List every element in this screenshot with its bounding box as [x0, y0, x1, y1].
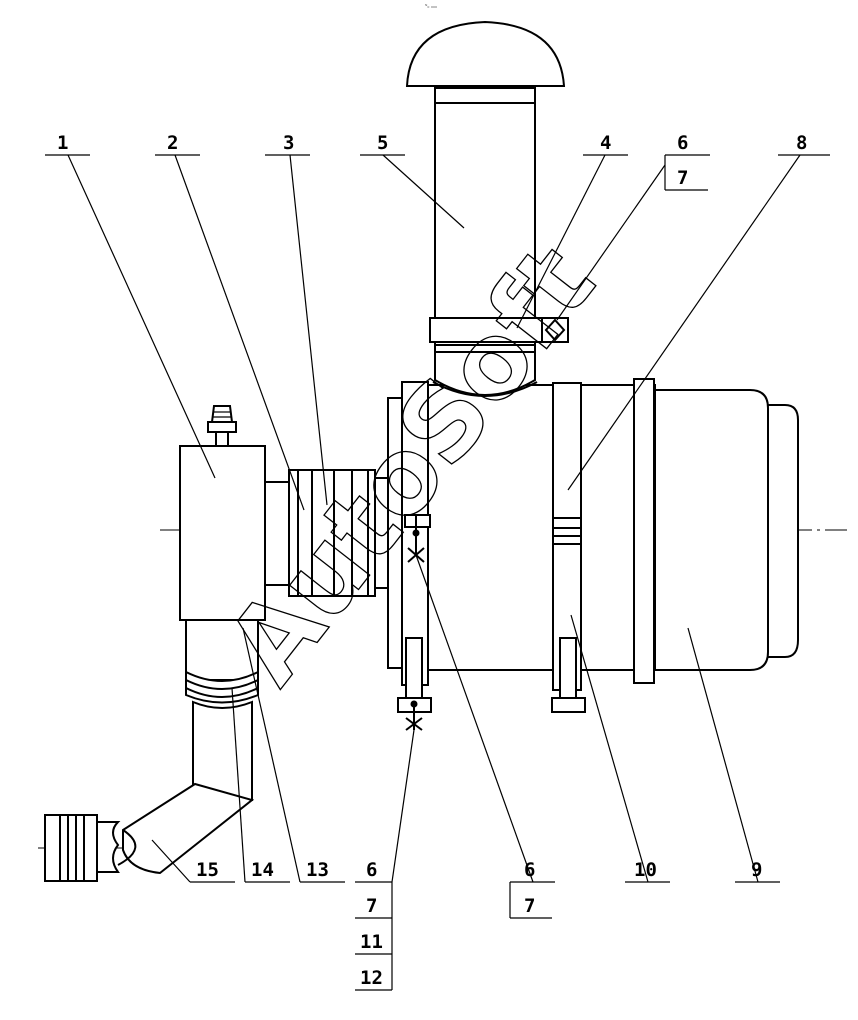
- callout-3: 3: [283, 132, 294, 154]
- clamp-bolt-lower-left: [397, 637, 432, 731]
- callout-12-bottom: 12: [360, 967, 383, 989]
- callout-10: 10: [634, 859, 657, 881]
- pipe-clamp-part-4: [429, 317, 569, 343]
- callout-15: 15: [196, 859, 219, 881]
- clamp-bolt-right: [551, 517, 586, 713]
- callout-6-bottom: 6: [366, 859, 377, 881]
- clamp-bolt-upper: [404, 514, 431, 563]
- callout-2: 2: [167, 132, 178, 154]
- callout-7-middle: 7: [524, 895, 535, 917]
- callout-7-top: 7: [677, 167, 688, 189]
- callout-5: 5: [377, 132, 388, 154]
- callout-4: 4: [600, 132, 611, 154]
- leader-lines: [45, 154, 830, 991]
- end-cap-part-9: [649, 389, 799, 671]
- callout-6-top: 6: [677, 132, 688, 154]
- callout-6-middle: 6: [524, 859, 535, 881]
- callout-13: 13: [306, 859, 329, 881]
- callout-1: 1: [57, 132, 68, 154]
- outlet-pipe-part-13-14: [185, 619, 259, 801]
- rain-hood-cap: [405, 20, 566, 87]
- callout-9: 9: [751, 859, 762, 881]
- callout-11-bottom: 11: [360, 931, 383, 953]
- callout-labels: 1 2 3 5 4 6 7 8 15 14 13 6 7 11 12 6 7 1…: [57, 132, 807, 989]
- callout-8: 8: [796, 132, 807, 154]
- tiny-header-mark: ᴺ₀ ₀₀₀: [425, 4, 437, 10]
- connector-part-2-3: [264, 469, 389, 597]
- callout-14: 14: [251, 859, 274, 881]
- callout-7-bottom: 7: [366, 895, 377, 917]
- elbow-hose-part-15: [44, 782, 255, 882]
- valve-block-part-1: [179, 405, 266, 621]
